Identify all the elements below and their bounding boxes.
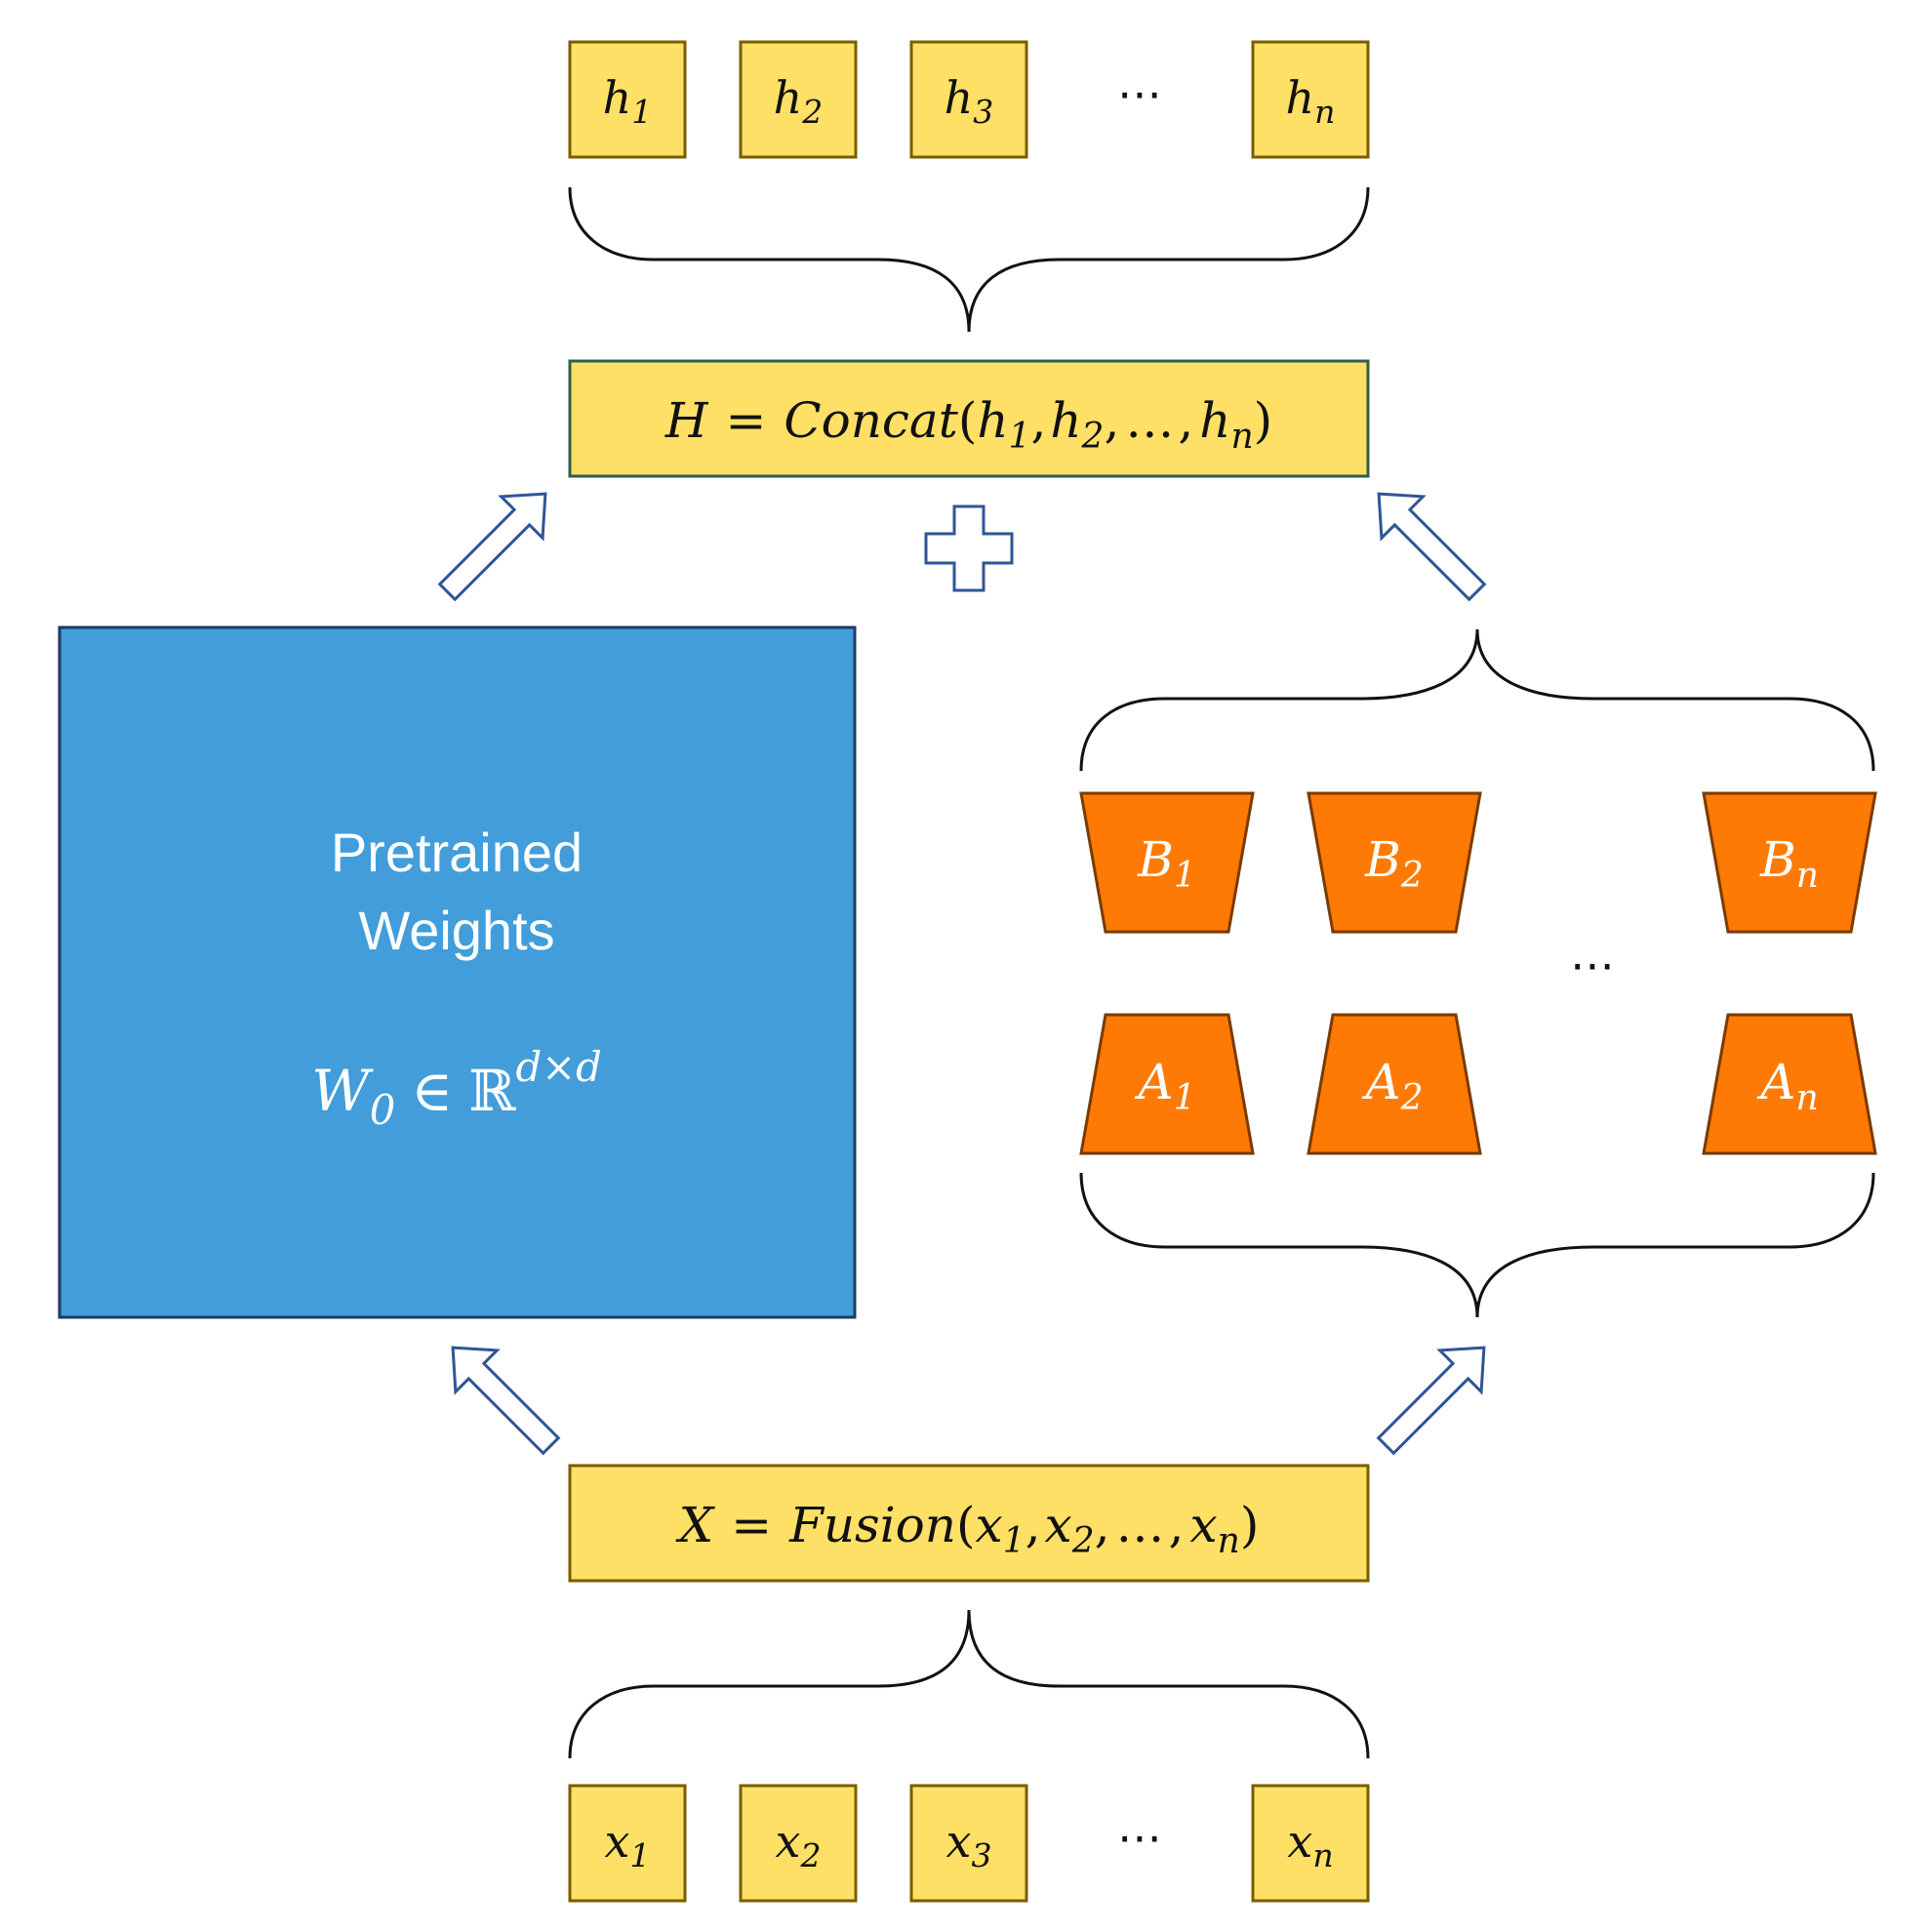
- adapter-a2: A2: [1307, 1013, 1482, 1155]
- svg-text:xn: xn: [1287, 1815, 1333, 1874]
- pretrained-label-line2: Weights: [358, 900, 554, 961]
- adapter-a1: A1: [1079, 1013, 1255, 1155]
- pretrained-label-line1: Pretrained: [331, 822, 583, 883]
- input-token-xn: xn: [1251, 1784, 1370, 1903]
- svg-text:B1: B1: [1137, 831, 1196, 896]
- svg-text:A1: A1: [1134, 1054, 1195, 1118]
- fusion-formula: X=Fusion(x1,x2,…,xn): [675, 1497, 1260, 1561]
- plus-icon: [924, 504, 1014, 592]
- output-token-h2: h2: [739, 40, 858, 159]
- svg-text:h1: h1: [603, 71, 653, 131]
- adapter-bottom-brace: [1079, 1172, 1875, 1318]
- concat-formula: H=Concat(h1,h2,…,hn): [664, 392, 1272, 457]
- adapter-b1: B1: [1079, 791, 1255, 934]
- svg-text:B2: B2: [1364, 831, 1424, 896]
- svg-text:A2: A2: [1361, 1054, 1423, 1118]
- adapter-b-row: B1 B2 Bn: [1079, 791, 1877, 934]
- adapter-top-brace: [1079, 628, 1875, 772]
- svg-text:hn: hn: [1286, 71, 1336, 131]
- adapter-bn: Bn: [1702, 791, 1877, 934]
- input-token-x1: x1: [568, 1784, 687, 1903]
- input-token-x2: x2: [739, 1784, 858, 1903]
- input-token-x3: x3: [909, 1784, 1028, 1903]
- svg-text:h2: h2: [774, 71, 824, 131]
- concat-box: H=Concat(h1,h2,…,hn): [568, 359, 1370, 478]
- svg-text:x3: x3: [945, 1815, 991, 1874]
- bottom-input-row: x1 x2 x3 ⋯ xn: [568, 1784, 1370, 1903]
- pretrained-weights-block: Pretrained Weights W0∈ℝd×d: [58, 625, 857, 1319]
- fusion-box: X=Fusion(x1,x2,…,xn): [568, 1464, 1370, 1583]
- output-token-hn: hn: [1251, 40, 1370, 159]
- adapter-ellipsis: ⋯: [1570, 939, 1615, 991]
- output-token-h3: h3: [909, 40, 1028, 159]
- arrow-pretrained-to-concat: [437, 492, 547, 602]
- arrow-fusion-to-adapters: [1376, 1346, 1486, 1456]
- svg-text:An: An: [1756, 1054, 1818, 1118]
- svg-text:x2: x2: [775, 1815, 821, 1874]
- top-ellipsis: ⋯: [1117, 67, 1162, 120]
- arrow-adapters-to-concat: [1377, 492, 1487, 602]
- pretrained-weights-formula: W0∈ℝd×d: [311, 1043, 602, 1134]
- bottom-brace: [568, 1609, 1370, 1759]
- top-brace: [568, 186, 1370, 333]
- adapter-a-row: A1 A2 An: [1079, 1013, 1877, 1155]
- arrow-fusion-to-pretrained: [451, 1346, 561, 1456]
- svg-text:Bn: Bn: [1759, 831, 1819, 896]
- bottom-ellipsis: ⋯: [1117, 1811, 1162, 1864]
- output-token-h1: h1: [568, 40, 687, 159]
- adapter-an: An: [1702, 1013, 1877, 1155]
- adapter-b2: B2: [1307, 791, 1482, 934]
- top-output-row: h1 h2 h3 ⋯ hn: [568, 40, 1370, 159]
- svg-text:h3: h3: [945, 71, 994, 131]
- svg-text:x1: x1: [604, 1815, 650, 1874]
